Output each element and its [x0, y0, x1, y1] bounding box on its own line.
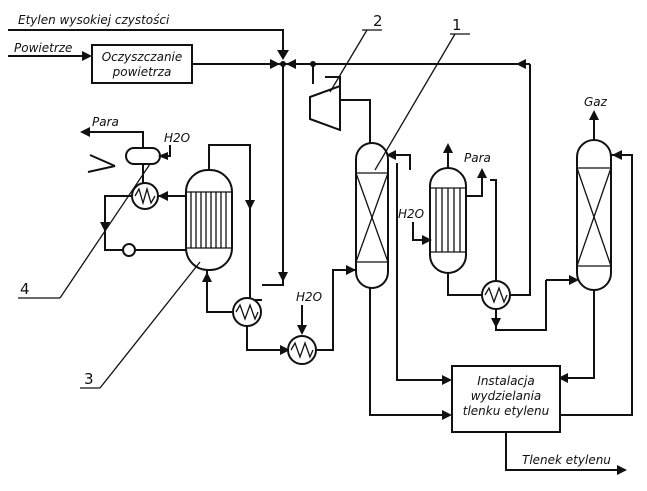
hx-top-line	[490, 179, 497, 281]
air-purification-unit	[91, 44, 193, 84]
scrubber-return-line	[560, 150, 633, 416]
gas-vent-line	[589, 110, 599, 140]
water-right-label: H2O	[398, 207, 424, 221]
scrubber-feed-line	[546, 275, 579, 285]
water-mid-label: H2O	[296, 290, 322, 304]
ethylene-feed-line	[8, 29, 289, 60]
cooler-feed-line	[246, 326, 290, 355]
callout-4: 4	[20, 280, 30, 298]
gas-heat-exchanger	[232, 297, 262, 327]
stripper-reboiler	[429, 167, 467, 274]
callout-leaders	[18, 29, 470, 389]
product-label: Tlenek etylenu	[522, 453, 611, 467]
lean-solution-line	[396, 163, 452, 385]
recycle-compressor	[309, 61, 371, 143]
cooler-water-inlet	[297, 305, 307, 335]
reboiler-steam-line	[443, 143, 453, 168]
product-outlet-line	[505, 432, 627, 475]
separation-unit	[451, 365, 561, 433]
rich-solution-line	[386, 150, 411, 170]
separation-label-2: wydzielania	[471, 389, 542, 403]
hx-to-reactor-line	[158, 191, 186, 201]
air-feed-line	[8, 51, 282, 69]
reactor-feed-line	[262, 64, 288, 286]
gas-cooler	[287, 335, 317, 365]
scrubber-bottom-line	[558, 290, 595, 383]
steam-outlet-line	[80, 127, 144, 148]
steam-drum	[125, 147, 161, 165]
scrubber-column	[576, 139, 612, 291]
steam-left-label: Para	[92, 115, 119, 129]
recycle-header	[283, 59, 531, 296]
steam-drum-water-inlet	[158, 145, 171, 160]
air-feed-label: Powietrze	[14, 41, 72, 55]
reactor-bottom-line	[202, 270, 232, 313]
boiler-heat-exchanger	[131, 182, 159, 210]
reboiler-water-inlet	[412, 222, 432, 245]
callout-3: 3	[84, 370, 94, 388]
hx-to-scrubber-line	[491, 280, 547, 331]
separation-label-3: tlenku etylenu	[463, 404, 550, 418]
gas-label: Gaz	[584, 95, 608, 109]
stripper-bottom-to-hx	[447, 273, 482, 296]
ethylene-feed-label: Etylen wysokiej czystości	[18, 13, 170, 27]
absorber-feed-line	[316, 265, 356, 351]
callout-1: 1	[452, 16, 462, 34]
water-left-label: H2O	[164, 131, 190, 145]
air-purification-label-1: Oczyszczanie	[102, 50, 183, 64]
main-reactor	[185, 169, 233, 271]
absorber-column	[355, 142, 389, 289]
callout-2: 2	[373, 12, 383, 30]
coolant-loop	[87, 154, 186, 257]
air-purification-label-2: powietrza	[112, 65, 172, 79]
steam-right-label: Para	[464, 151, 491, 165]
solution-heat-exchanger	[481, 280, 511, 310]
separation-label-1: Instalacja	[477, 374, 534, 388]
absorber-bottom-line	[369, 288, 452, 420]
reboiler-steam-out	[466, 168, 487, 197]
